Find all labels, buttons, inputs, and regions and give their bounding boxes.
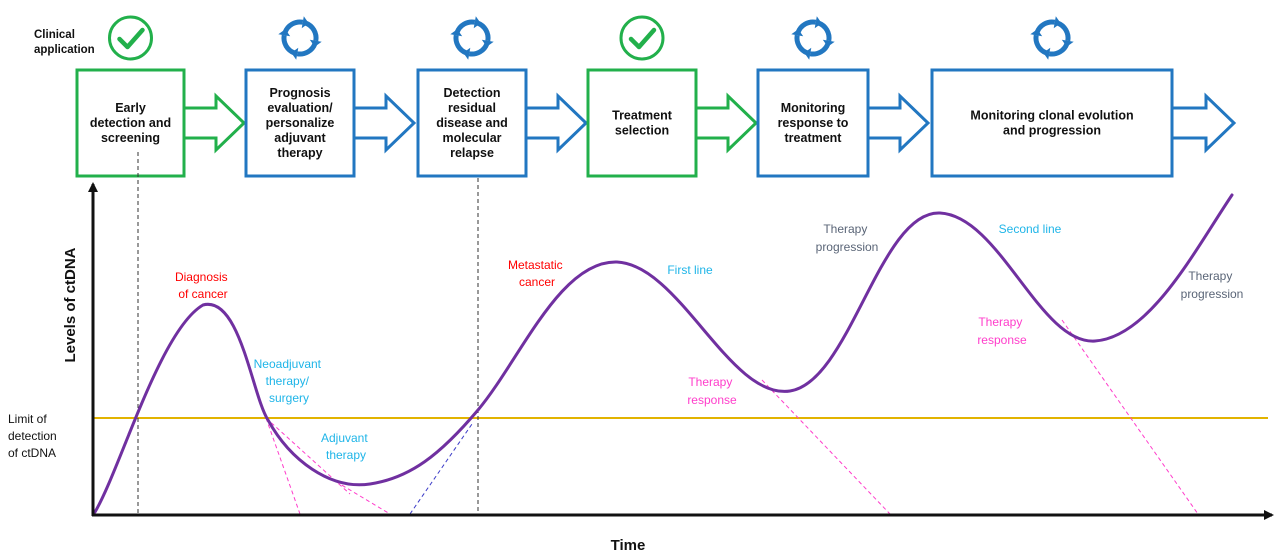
annotation-line: Therapy xyxy=(978,315,1022,329)
check-circle-icon xyxy=(619,15,665,61)
second-line-annotation: Second line xyxy=(999,222,1062,236)
stage-label-line: personalize xyxy=(266,116,335,130)
annotation-line: response xyxy=(977,333,1027,347)
cycle-arrows-icon xyxy=(450,16,494,60)
stage-label-line: evaluation/ xyxy=(267,101,333,115)
annotation-line: Diagnosis xyxy=(175,270,228,284)
annotation-line: Second line xyxy=(999,222,1062,236)
second-line-response-projection-line xyxy=(1061,319,1199,515)
stage-label-line: Monitoring xyxy=(781,101,846,115)
stage-label-line: response to xyxy=(778,116,849,130)
stage-label-line: disease and xyxy=(436,116,508,130)
stage-arrow xyxy=(696,92,759,154)
limit-of-detection-label: Limit of detection of ctDNA xyxy=(8,412,60,460)
annotation-line: of cancer xyxy=(178,287,227,301)
stage-box xyxy=(416,68,528,178)
stage-box xyxy=(244,68,356,178)
stage-label-line: Detection xyxy=(444,86,501,100)
check-circle-icon xyxy=(108,15,153,61)
annotation-line: Therapy xyxy=(823,222,867,236)
annotation-line: progression xyxy=(1181,287,1244,301)
annotation-line: First line xyxy=(667,263,713,277)
lod-label-line: Limit of xyxy=(8,412,47,426)
annotation-line: response xyxy=(687,393,737,407)
clinical-application-line: Clinical xyxy=(34,29,75,41)
stage-arrow xyxy=(526,92,589,154)
stage-box xyxy=(586,68,698,178)
first-line-annotation: First line xyxy=(667,263,713,277)
stage-label-line: screening xyxy=(101,131,160,145)
annotation-line: progression xyxy=(816,240,879,254)
stage-label-line: Early xyxy=(115,101,146,115)
stage-label-line: therapy xyxy=(277,146,322,160)
lod-label-line: detection xyxy=(8,429,57,443)
cycle-arrows-icon xyxy=(1030,16,1074,60)
relapse-projection-line xyxy=(409,423,473,515)
annotation-line: Metastatic xyxy=(508,258,563,272)
second-progression-annotation: Therapy progression xyxy=(1181,269,1244,301)
stage-arrow xyxy=(354,92,417,154)
stage-label-line: Monitoring clonal evolution xyxy=(970,109,1133,123)
second-response-annotation: Therapy response xyxy=(977,315,1027,347)
x-axis-title: Time xyxy=(611,537,646,553)
clinical-application-line: application xyxy=(34,44,95,56)
stage-box xyxy=(75,68,186,178)
annotation-line: Neoadjuvant xyxy=(254,357,322,371)
first-response-annotation: Therapy response xyxy=(687,375,737,407)
first-line-response-projection-line xyxy=(761,379,891,515)
metastatic-annotation: Metastatic cancer xyxy=(508,258,566,289)
annotation-line: Adjuvant xyxy=(321,431,368,445)
y-axis-title: Levels of ctDNA xyxy=(62,247,79,362)
stage-arrow xyxy=(868,92,931,154)
stage-label-line: Prognosis xyxy=(269,86,330,100)
stage-label-line: selection xyxy=(615,124,669,138)
adjuvant-annotation: Adjuvant therapy xyxy=(321,431,371,462)
stage-label-line: detection and xyxy=(90,116,171,130)
cycle-arrows-icon xyxy=(791,16,835,60)
neoadjuvant-annotation: Neoadjuvant therapy/ surgery xyxy=(254,357,325,405)
diagnosis-annotation: Diagnosis of cancer xyxy=(175,270,231,301)
stage-label-line: Treatment xyxy=(612,109,673,123)
stage-box xyxy=(756,68,870,178)
stage-label-line: adjuvant xyxy=(274,131,326,145)
stage-label-line: residual xyxy=(448,101,496,115)
stage-label-line: treatment xyxy=(785,131,843,145)
stage-label-line: relapse xyxy=(450,146,494,160)
cycle-arrows-icon xyxy=(278,16,322,60)
annotation-line: therapy/ xyxy=(266,374,310,388)
lod-label-line: of ctDNA xyxy=(8,446,56,460)
stage-label-line: and progression xyxy=(1003,124,1101,138)
clinical-application-label: Clinical application xyxy=(34,29,95,56)
stage-arrow xyxy=(184,92,247,154)
stage-label-line: molecular xyxy=(442,131,501,145)
ctdna-level-curve xyxy=(93,193,1234,514)
neoadjuvant-projection-line xyxy=(265,417,301,515)
annotation-line: Therapy xyxy=(688,375,732,389)
stage-box xyxy=(930,68,1174,178)
annotation-line: therapy xyxy=(326,448,366,462)
annotation-line: cancer xyxy=(519,275,555,289)
annotation-line: surgery xyxy=(269,391,309,405)
annotation-line: Therapy xyxy=(1188,269,1232,283)
first-progression-annotation: Therapy progression xyxy=(816,222,879,254)
stage-arrow xyxy=(1172,92,1237,154)
adjuvant-projection-line xyxy=(329,477,391,515)
